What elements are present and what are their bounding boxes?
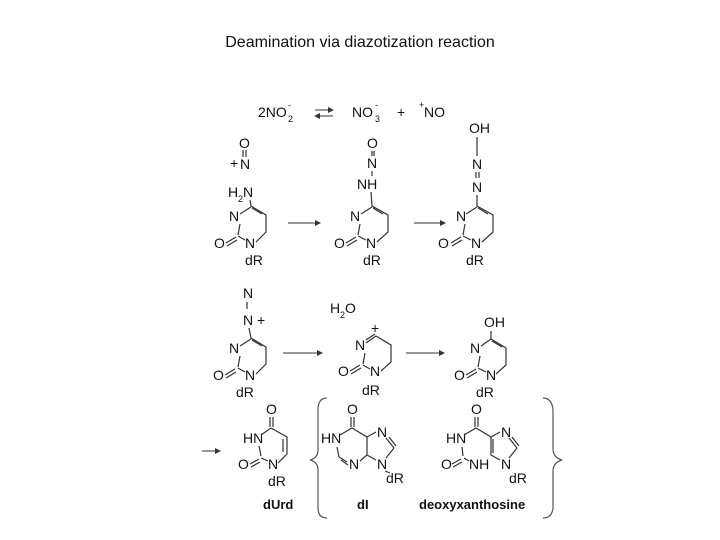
svg-text:O: O (334, 235, 345, 251)
molecule-diazonium: N N + N O N dR (213, 285, 267, 400)
svg-text:O: O (214, 235, 225, 251)
svg-text:HN: HN (243, 430, 263, 446)
molecule-nitrosonium-cytosine: O + N H 2 N N O N dR (214, 135, 267, 268)
page-title: Deamination via diazotization reaction (225, 34, 495, 51)
svg-text:O: O (345, 300, 356, 316)
svg-text:N: N (456, 208, 466, 224)
svg-text:N: N (243, 312, 253, 328)
svg-text:O: O (238, 456, 249, 472)
molecule-pyrimidinyl-cation: H 2 O + N O N dR (330, 300, 392, 398)
svg-text:N: N (367, 155, 377, 171)
svg-text:NH: NH (469, 456, 489, 472)
equilibrium-equation: 2NO 2 - NO 3 - + + NO (258, 100, 445, 124)
svg-text:H: H (330, 300, 340, 316)
molecule-durd: O HN O N dR dUrd (238, 401, 293, 512)
svg-text:N: N (243, 285, 253, 301)
svg-text:N: N (355, 337, 365, 353)
svg-text:NO: NO (352, 104, 373, 120)
svg-text:N: N (268, 456, 278, 472)
svg-text:N: N (245, 367, 255, 383)
svg-text:dR: dR (245, 252, 263, 268)
svg-text:N: N (470, 340, 480, 356)
svg-text:N: N (240, 156, 250, 172)
svg-text:O: O (438, 235, 449, 251)
svg-text:3: 3 (375, 114, 380, 124)
svg-text:dR: dR (476, 384, 494, 400)
label-durd: dUrd (263, 497, 293, 512)
svg-text:-: - (375, 100, 378, 110)
right-brace (542, 397, 563, 519)
svg-text:O: O (266, 401, 277, 417)
svg-text:N: N (349, 456, 359, 472)
molecule-di: O HN N N N dR dI (321, 401, 404, 512)
svg-text:N: N (243, 184, 253, 200)
svg-text:O: O (338, 363, 349, 379)
svg-text:2: 2 (238, 194, 243, 204)
svg-text:+: + (371, 320, 379, 336)
svg-text:N: N (366, 235, 376, 251)
svg-text:+: + (230, 155, 238, 171)
svg-text:dR: dR (386, 470, 404, 486)
svg-text:N: N (229, 340, 239, 356)
svg-text:HN: HN (446, 430, 466, 446)
svg-text:N: N (472, 156, 482, 172)
equilibrium-arrows-icon (314, 107, 334, 119)
svg-text:NO: NO (424, 104, 445, 120)
svg-text:dR: dR (363, 252, 381, 268)
svg-text:O: O (367, 135, 378, 151)
svg-text:2NO: 2NO (258, 104, 287, 120)
svg-text:dR: dR (509, 470, 527, 486)
svg-text:O: O (471, 401, 482, 417)
svg-text:N: N (471, 235, 481, 251)
svg-text:N: N (501, 456, 511, 472)
svg-text:N: N (229, 208, 239, 224)
svg-text:H: H (228, 184, 238, 200)
svg-text:N: N (486, 367, 496, 383)
svg-text:dR: dR (362, 382, 380, 398)
svg-text:NH: NH (357, 176, 377, 192)
svg-text:dR: dR (466, 252, 484, 268)
svg-text:+: + (397, 104, 405, 120)
label-deoxyxanthosine: deoxyxanthosine (419, 497, 525, 512)
svg-text:N: N (472, 179, 482, 195)
svg-text:2: 2 (340, 310, 345, 320)
svg-text:N: N (245, 235, 255, 251)
svg-text:OH: OH (484, 314, 505, 330)
svg-text:+: + (257, 312, 265, 328)
molecule-n-nitrosocytosine: O N NH N O N dR (334, 135, 389, 268)
svg-text:2: 2 (288, 114, 293, 124)
svg-text:HN: HN (321, 430, 341, 446)
svg-text:+: + (419, 100, 424, 110)
svg-text:O: O (347, 401, 358, 417)
molecule-deoxyxanthosine: O HN O NH N N dR deoxyxanthosine (419, 401, 527, 512)
svg-text:O: O (239, 135, 250, 151)
svg-text:O: O (441, 456, 452, 472)
svg-text:dR: dR (268, 473, 286, 489)
svg-text:N: N (370, 363, 380, 379)
svg-text:dR: dR (236, 384, 254, 400)
svg-text:N: N (350, 208, 360, 224)
svg-text:N: N (501, 424, 511, 440)
label-di: dI (357, 497, 369, 512)
left-brace (309, 397, 328, 519)
svg-text:O: O (454, 367, 465, 383)
molecule-enol-uracil: OH N O N dR (454, 314, 507, 400)
svg-text:OH: OH (469, 120, 490, 136)
svg-text:N: N (377, 424, 387, 440)
svg-text:O: O (213, 367, 224, 383)
svg-text:N: N (377, 456, 387, 472)
svg-text:-: - (288, 100, 291, 110)
molecule-diazohydroxide: OH N N N O N dR (438, 120, 494, 268)
